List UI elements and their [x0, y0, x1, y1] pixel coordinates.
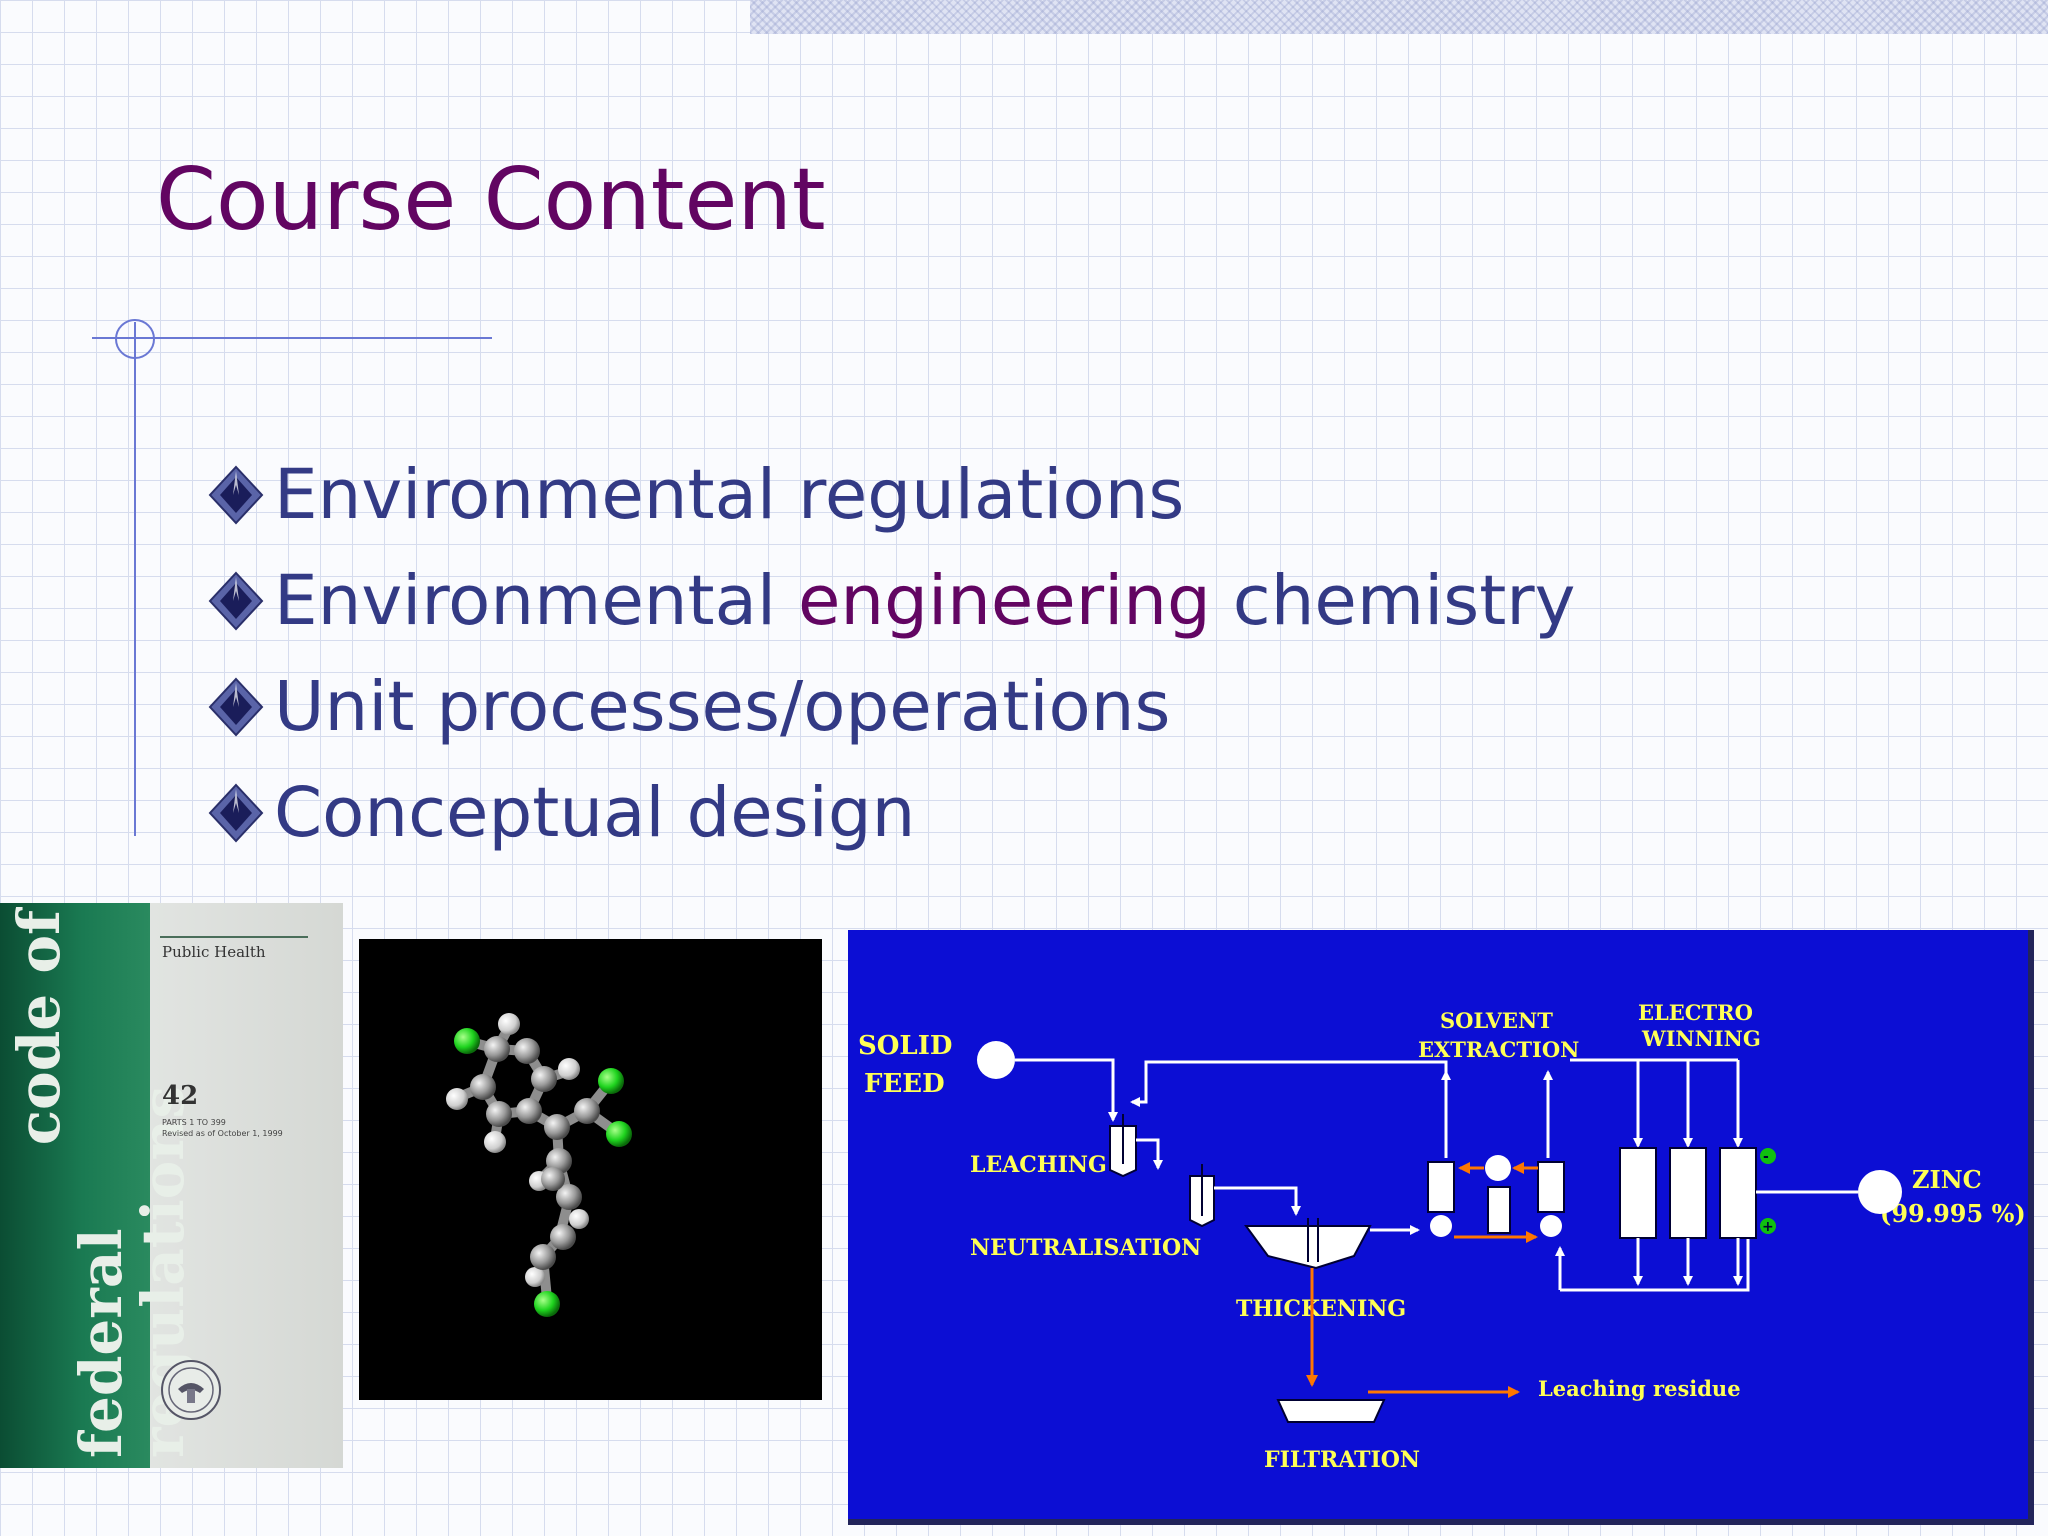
solvent-extraction-label: SOLVENT	[1440, 1008, 1553, 1033]
molecule-3d-image	[359, 939, 822, 1400]
zinc-product-label: (99.995 %)	[1880, 1199, 2026, 1228]
chlorine-atom	[598, 1068, 624, 1094]
bullet-text: Conceptual design	[274, 773, 916, 853]
cfr-parts-info: PARTS 1 TO 399 Revised as of October 1, …	[162, 1117, 283, 1139]
bullet-item: Unit processes/operations	[208, 654, 1575, 760]
leaching-label: LEACHING	[970, 1152, 1107, 1178]
bullet-text-part: Environmental	[274, 561, 798, 641]
left-rule	[134, 322, 136, 836]
bullet-item: Environmental engineering chemistry	[208, 548, 1575, 654]
cfr-book-cover-image: code of federal regulations Public Healt…	[0, 903, 343, 1468]
corner-circle-ornament	[115, 319, 155, 359]
solid-feed-label: FEED	[864, 1069, 945, 1099]
svg-text:+: +	[1762, 1219, 1774, 1235]
cfr-parts-line: Revised as of October 1, 1999	[162, 1129, 283, 1138]
svg-text:-: -	[1763, 1149, 1769, 1165]
electrowinning-cell	[1719, 1147, 1757, 1239]
electrowinning-label: ELECTRO	[1638, 1000, 1753, 1025]
zinc-product-label: ZINC	[1912, 1165, 1982, 1194]
solid-feed-node	[977, 1041, 1015, 1079]
molecule-model	[446, 1013, 632, 1317]
thickening-label: THICKENING	[1236, 1296, 1406, 1322]
top-decorative-band	[750, 0, 2048, 34]
bullet-item: Environmental regulations	[208, 442, 1575, 548]
bullet-text: Unit processes/operations	[274, 667, 1171, 747]
electrode-plus-icon	[1760, 1218, 1776, 1234]
solid-feed-label: SOLID	[858, 1031, 952, 1061]
electrowinning-label: WINNING	[1641, 1026, 1761, 1051]
cfr-parts-line: PARTS 1 TO 399	[162, 1118, 226, 1127]
solvent-extraction-label: EXTRACTION	[1418, 1037, 1579, 1062]
electrowinning-cell	[1619, 1147, 1657, 1239]
bullet-text: Environmental regulations	[274, 455, 1185, 535]
bullet-text: Environmental engineering chemistry	[274, 561, 1575, 641]
title-underline	[92, 337, 492, 339]
solvent-extraction-unit	[1427, 1161, 1455, 1213]
diamond-bullet-icon	[208, 677, 264, 737]
cfr-divider	[160, 936, 308, 938]
neutralisation-label: NEUTRALISATION	[970, 1235, 1201, 1261]
leaching-residue-label: Leaching residue	[1538, 1376, 1741, 1401]
cfr-subject: Public Health	[162, 943, 266, 961]
bullet-list: Environmental regulations Environmental …	[208, 442, 1575, 866]
diamond-bullet-icon	[208, 571, 264, 631]
filter	[1276, 1399, 1386, 1423]
electrode-minus-icon	[1760, 1148, 1776, 1164]
cfr-spine: code of federal regulations	[0, 903, 197, 1468]
cfr-spine-line: code of	[5, 910, 73, 1146]
highlighted-word: engineering	[797, 561, 1211, 641]
zinc-flowsheet-diagram: SOLID FEED LEACHING NEUTRALISATION THICK…	[848, 930, 2034, 1525]
flowsheet-drawing: SOLID FEED LEACHING NEUTRALISATION THICK…	[858, 1000, 2026, 1473]
diamond-bullet-icon	[208, 783, 264, 843]
bullet-text-part: chemistry	[1210, 561, 1576, 641]
zinc-product-node	[1858, 1170, 1902, 1214]
chlorine-atom	[534, 1291, 560, 1317]
slide-title: Course Content	[156, 150, 826, 250]
bullet-item: Conceptual design	[208, 760, 1575, 866]
chlorine-atom	[606, 1121, 632, 1147]
filtration-label: FILTRATION	[1264, 1447, 1420, 1473]
government-seal-icon	[161, 1360, 221, 1420]
electrowinning-cell	[1669, 1147, 1707, 1239]
solvent-extraction-unit	[1537, 1161, 1565, 1213]
chlorine-atom	[454, 1028, 480, 1054]
diamond-bullet-icon	[208, 465, 264, 525]
cfr-title-number: 42	[162, 1081, 199, 1111]
